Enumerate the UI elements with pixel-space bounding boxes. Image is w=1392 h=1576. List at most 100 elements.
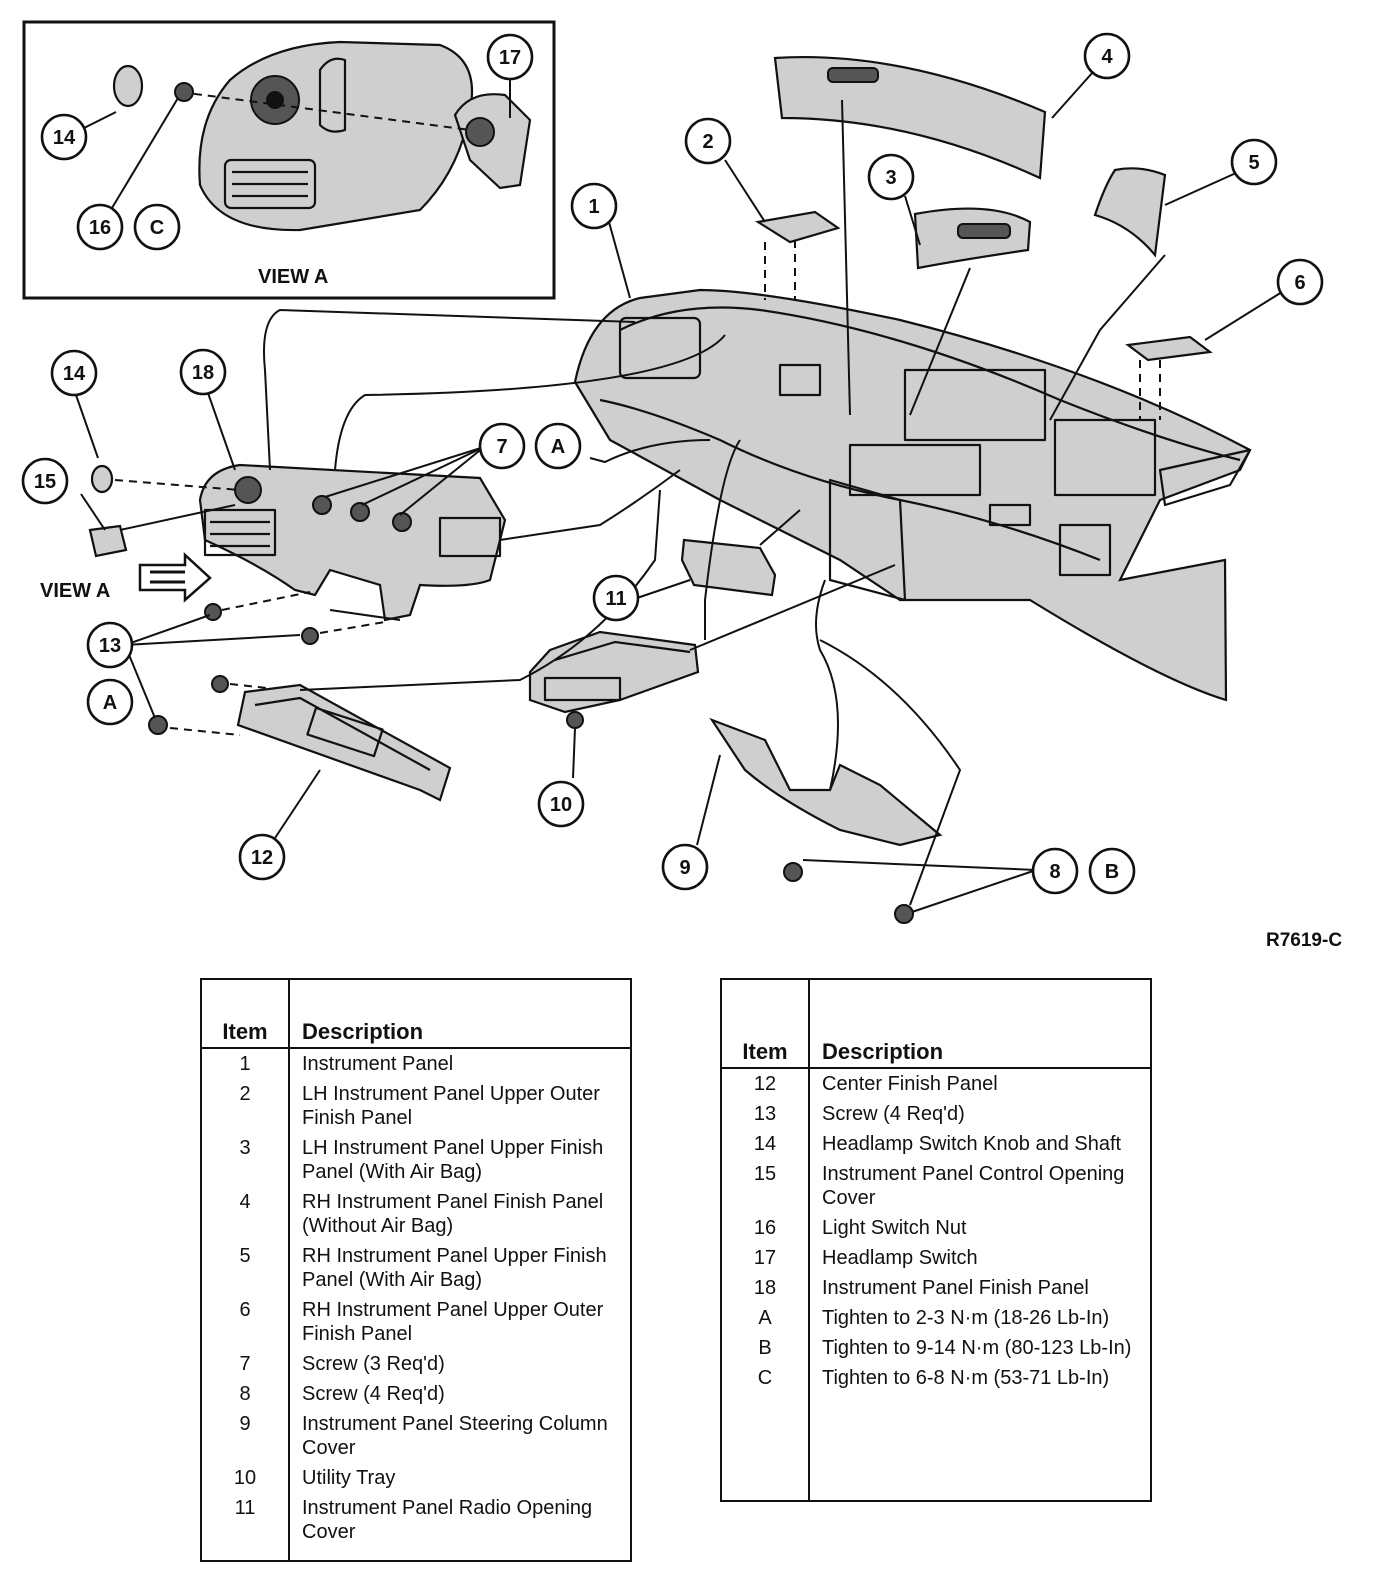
callout-4: 4: [1083, 32, 1131, 80]
part-4-rh-finish-panel: [773, 55, 1047, 180]
legend-row: 1 Instrument Panel: [202, 1047, 630, 1079]
legend-item-number: 15: [722, 1158, 810, 1213]
legend-row: 11 Instrument Panel Radio Opening Cover: [202, 1492, 630, 1547]
legend-item-description: RH Instrument Panel Finish Panel (Withou…: [302, 1190, 604, 1237]
legend-item-description: Tighten to 6-8 N·m (53-71 Lb-In): [822, 1366, 1110, 1389]
svg-text:3: 3: [885, 167, 896, 189]
legend-item-number: 16: [722, 1212, 810, 1243]
arrow-view-label: VIEW A: [40, 580, 110, 602]
callout-14-inset: 14: [40, 113, 88, 161]
legend-item-number: C: [722, 1362, 810, 1393]
legend-item-number: 8: [202, 1378, 290, 1409]
callout-17: 17: [486, 33, 534, 81]
legend-item-description: Headlamp Switch: [822, 1246, 978, 1269]
utility-tray: [528, 630, 700, 729]
callout-1: 1: [570, 182, 618, 230]
legend-row: B Tighten to 9-14 N·m (80-123 Lb-In): [722, 1332, 1150, 1363]
callout-11: 11: [592, 574, 640, 622]
legend-item-description: Instrument Panel Finish Panel: [822, 1276, 1089, 1299]
svg-text:A: A: [103, 692, 117, 714]
svg-text:11: 11: [605, 588, 626, 610]
svg-text:17: 17: [499, 47, 521, 69]
radio-opening-cover: [680, 538, 777, 597]
legend-left-header-item: Item: [202, 980, 290, 1049]
svg-text:B: B: [1105, 861, 1119, 883]
callout-2: 2: [684, 117, 732, 165]
callout-c: C: [133, 203, 181, 251]
legend-item-number: 10: [202, 1462, 290, 1493]
svg-text:C: C: [150, 217, 164, 239]
part-2-lh-upper-outer-finish-panel: [754, 210, 841, 244]
legend-item-number: 13: [722, 1098, 810, 1129]
svg-text:1: 1: [588, 196, 599, 218]
svg-text:4: 4: [1101, 46, 1113, 68]
legend-row: 13 Screw (4 Req'd): [722, 1098, 1150, 1129]
svg-text:18: 18: [192, 362, 214, 384]
legend-item-number: 17: [722, 1242, 810, 1273]
svg-text:14: 14: [63, 363, 86, 385]
legend-item-description: Tighten to 9-14 N·m (80-123 Lb-In): [822, 1336, 1132, 1359]
svg-text:10: 10: [550, 794, 572, 816]
svg-text:15: 15: [34, 471, 56, 493]
figure-code: R7619-C: [1266, 930, 1343, 951]
screw-8-a: [783, 862, 803, 882]
callout-14-main: 14: [50, 349, 98, 397]
callout-9: 9: [661, 843, 709, 891]
legend-item-description: RH Instrument Panel Upper Finish Panel (…: [302, 1244, 607, 1291]
legend-item-number: 1: [202, 1047, 290, 1079]
legend-item-description: Center Finish Panel: [822, 1072, 998, 1095]
legend-item-description: Screw (4 Req'd): [822, 1102, 965, 1125]
legend-item-number: 18: [722, 1272, 810, 1303]
svg-text:2: 2: [702, 131, 713, 153]
legend-row: 8 Screw (4 Req'd): [202, 1378, 630, 1409]
callout-10: 10: [537, 780, 585, 828]
legend-right-header-desc: Description: [809, 980, 1150, 1069]
legend-row: 5 RH Instrument Panel Upper Finish Panel …: [202, 1240, 630, 1295]
legend-item-number: 9: [202, 1408, 290, 1463]
center-finish-panel: [236, 683, 452, 802]
part-6-rh-upper-outer-finish-panel: [1125, 335, 1213, 362]
legend-item-number: B: [722, 1332, 810, 1363]
part-5-rh-upper-finish-panel: [1093, 167, 1167, 258]
legend-item-number: 4: [202, 1186, 290, 1241]
callout-3: 3: [867, 153, 915, 201]
legend-item-number: 5: [202, 1240, 290, 1295]
legend-right-header-item: Item: [722, 980, 810, 1069]
steering-column-cover: [709, 717, 943, 847]
svg-text:A: A: [551, 436, 565, 458]
legend-item-number: 7: [202, 1348, 290, 1379]
legend-item-description: Screw (4 Req'd): [302, 1382, 445, 1405]
legend-item-description: Instrument Panel: [302, 1052, 454, 1075]
legend-filler-row: [202, 1546, 630, 1560]
callout-18: 18: [179, 348, 227, 396]
svg-text:13: 13: [99, 635, 121, 657]
callout-12: 12: [238, 833, 286, 881]
svg-text:8: 8: [1049, 861, 1060, 883]
svg-text:5: 5: [1248, 152, 1259, 174]
callout-7: 7: [478, 422, 526, 470]
screw-8-b: [894, 904, 914, 924]
legend-item-description: Headlamp Switch Knob and Shaft: [822, 1132, 1122, 1155]
finish-panel-assembly: VIEW A: [40, 463, 507, 622]
legend-item-number: 2: [202, 1078, 290, 1133]
upper-finish-panels: [754, 55, 1213, 420]
legend-row: 17 Headlamp Switch: [722, 1242, 1150, 1273]
callout-13: 13: [86, 621, 134, 669]
legend-item-description: LH Instrument Panel Upper Outer Finish P…: [302, 1082, 600, 1129]
legend-row: 4 RH Instrument Panel Finish Panel (Witho…: [202, 1186, 630, 1241]
legend-item-description: Instrument Panel Radio Opening Cover: [302, 1496, 593, 1543]
callout-6: 6: [1276, 258, 1324, 306]
legend-item-number: 11: [202, 1492, 290, 1547]
callout-a-upper: A: [534, 422, 582, 470]
callout-16: 16: [76, 203, 124, 251]
instrument-panel-drawing: [573, 288, 1252, 702]
